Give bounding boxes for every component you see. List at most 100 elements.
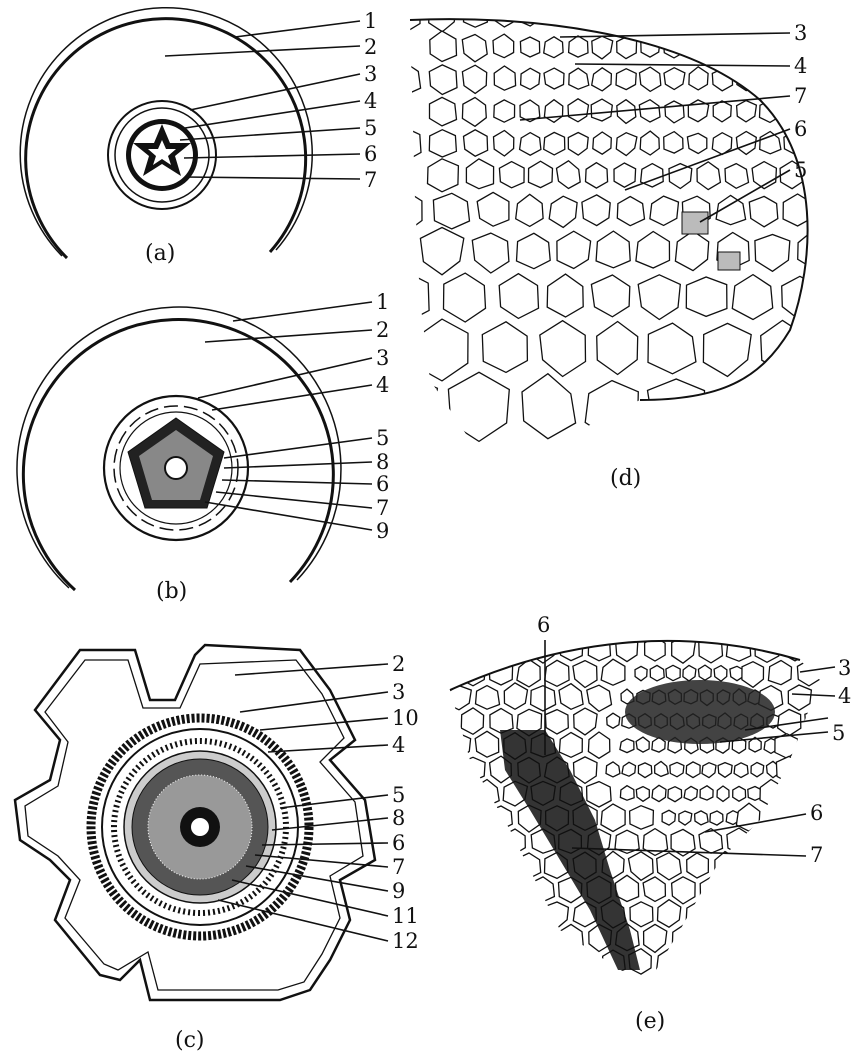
panel-d-cell	[724, 162, 750, 190]
panel-e-cell	[503, 682, 529, 711]
panel-d-cell	[615, 131, 638, 157]
panel-d-label-3: 3	[794, 21, 807, 45]
panel-d-cell	[668, 162, 693, 190]
panel-d-cell	[461, 64, 488, 95]
panel-e-cell	[637, 762, 653, 779]
panel-e-cell	[572, 946, 597, 978]
panel-e-cell	[475, 877, 499, 905]
panel-d-cell	[518, 131, 542, 156]
panel-e-cell	[516, 900, 541, 930]
panel-e-cell	[545, 947, 569, 977]
panel-e-cell	[530, 876, 556, 903]
panel-d-cell	[736, 67, 758, 92]
panel-e-cell	[450, 658, 456, 686]
panel-a-label-3: 3	[364, 62, 377, 86]
panel-e-cell	[600, 658, 626, 686]
panel-b-label-6: 6	[376, 472, 389, 496]
panel-e-caption: (e)	[635, 1009, 665, 1034]
panel-e-cell	[739, 852, 767, 879]
panel-e-cell	[516, 852, 542, 880]
panel-e-cell	[544, 708, 569, 735]
panel-d-cell	[527, 160, 554, 189]
panel-d-cell	[567, 98, 590, 123]
panel-d-cell	[646, 378, 706, 439]
panel-c-label-10: 10	[392, 706, 419, 730]
panel-d-cell	[426, 158, 460, 193]
panel-d-phloem-b	[717, 251, 741, 271]
panel-d-cell	[595, 230, 631, 269]
panel-e-cell	[627, 851, 654, 882]
panel-e-cell	[587, 731, 611, 760]
panel-b-label-5: 5	[376, 426, 389, 450]
panel-e-cell	[450, 851, 459, 879]
panel-d: 3 4 7 6 5 (d)	[409, 18, 809, 491]
panel-d-cell	[688, 19, 709, 27]
panel-d-cell	[735, 99, 758, 123]
panel-d-cell	[567, 131, 589, 156]
panel-d-label-7: 7	[794, 84, 807, 108]
panel-d-cell	[696, 161, 722, 191]
panel-d-cell	[591, 35, 614, 60]
panel-e-cell	[614, 829, 640, 854]
panel-e-cell	[698, 640, 724, 664]
panel-d-cell	[493, 65, 517, 91]
panel-e-cell	[811, 876, 820, 905]
panel-e-cell	[474, 730, 500, 758]
panel-d-cell	[515, 232, 551, 270]
panel-e-cell	[656, 851, 682, 881]
panel-e-cell	[587, 640, 612, 662]
panel-e-cell	[750, 761, 765, 778]
panel-c: 2 3 10 4 5 8 6 7 9 11 12 (c)	[13, 643, 419, 1053]
panel-c-leader-11	[231, 879, 389, 917]
panel-e-cell	[586, 684, 613, 713]
panel-c-leader-10	[259, 717, 389, 731]
panel-d-outline	[409, 18, 809, 401]
panel-c-exodermis	[86, 713, 314, 941]
panel-c-pith	[189, 816, 211, 838]
panel-d-leader-3	[559, 32, 791, 38]
panel-e-cell	[774, 733, 799, 760]
panel-b-leader-3	[197, 357, 373, 399]
panel-d-cell	[759, 67, 781, 91]
panel-d-cell	[494, 19, 517, 28]
panel-d-cell	[428, 96, 458, 127]
panel-e-cell	[754, 829, 780, 855]
panel-b-label-4: 4	[376, 373, 389, 397]
panel-c-label-5: 5	[392, 783, 405, 807]
panel-d-cell	[712, 100, 732, 123]
panel-e-cell	[450, 640, 472, 663]
panel-e-cell	[665, 664, 681, 682]
panel-e-xylem-band	[500, 730, 640, 970]
panel-b-label-3: 3	[376, 346, 389, 370]
panel-d-cell	[498, 272, 540, 320]
panel-e-cell	[699, 785, 714, 801]
panel-e-cell	[516, 658, 541, 688]
panel-d-cell	[548, 195, 578, 229]
panel-e-cell	[651, 784, 667, 803]
panel-e-cell	[461, 805, 485, 830]
panel-d-cell	[734, 34, 758, 61]
panel-d-cell	[686, 132, 708, 155]
panel-e-cell	[767, 659, 793, 686]
panel-b-pith	[164, 456, 188, 480]
panel-d-leader-6	[624, 128, 791, 191]
panel-e-cell	[605, 761, 621, 778]
panel-e-cell	[643, 640, 666, 662]
panel-a-inner-arc	[19, 7, 313, 257]
panel-e-leader-3	[799, 666, 836, 673]
panel-d-cell	[419, 226, 465, 276]
panel-d-cell	[731, 273, 774, 321]
panel-e-cell	[727, 876, 752, 904]
panel-e-cell	[600, 803, 626, 833]
panel-e-cell	[796, 659, 820, 687]
panel-e-cell	[615, 640, 639, 663]
panel-e: 6 3 4 5 6 7 (e)	[449, 611, 851, 1034]
panel-d-cell	[481, 321, 529, 374]
panel-e-cell	[573, 611, 597, 639]
panel-e-cell	[502, 922, 527, 952]
panel-e-cell	[732, 785, 747, 802]
panel-e-cell	[798, 611, 821, 637]
panel-d-cell	[471, 232, 510, 274]
panel-e-cell	[767, 948, 794, 976]
panel-d-cell	[592, 131, 612, 155]
